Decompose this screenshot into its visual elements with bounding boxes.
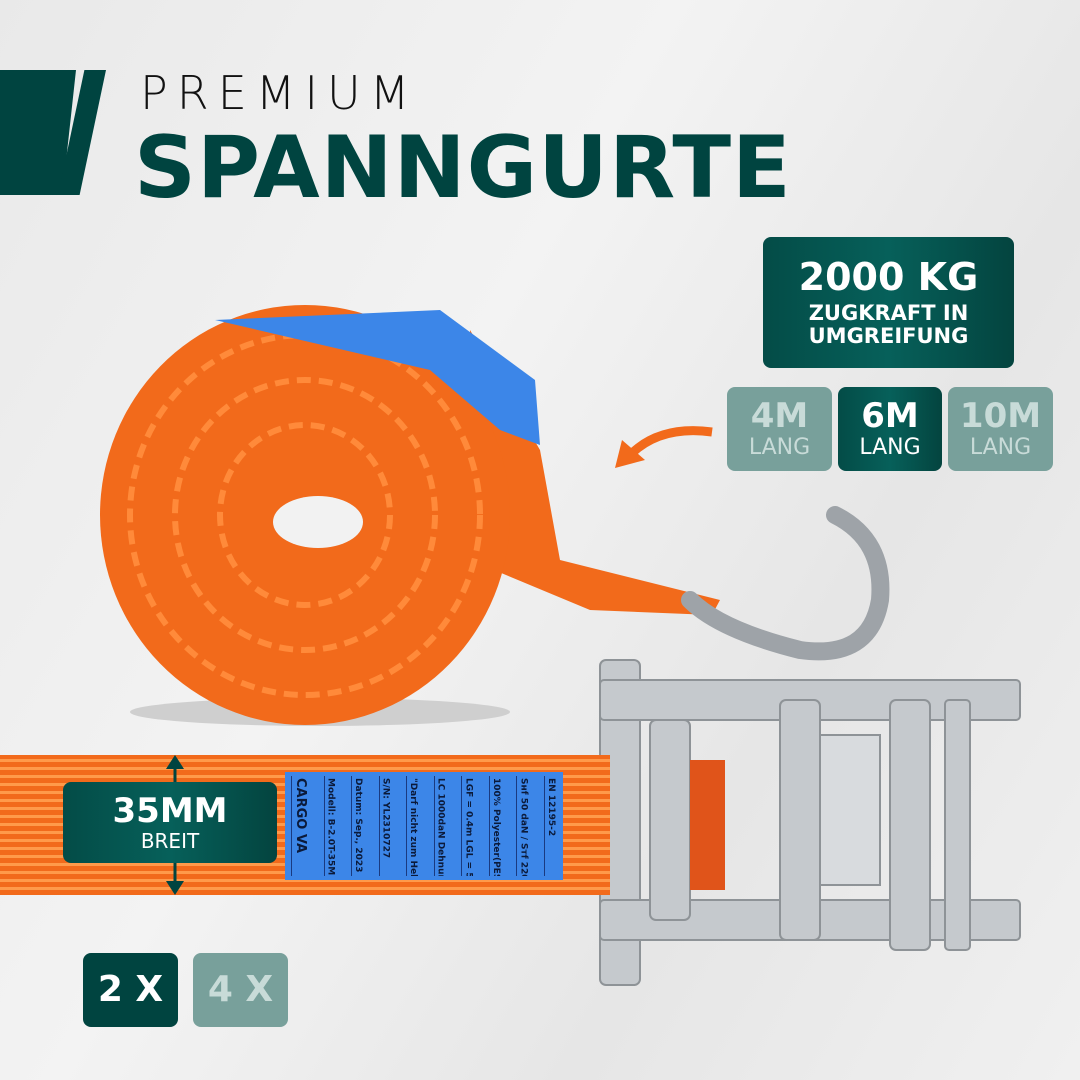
curved-arrow-icon [626, 426, 713, 459]
strap-label: EN 12195-2 Sнf 50 daN / Sтf 220 daN 100%… [285, 772, 563, 880]
premium-subtitle: PREMIUM [140, 66, 419, 120]
label-text: EN 12195-2 [543, 776, 557, 876]
length-option-10m[interactable]: 10M LANG [948, 387, 1053, 471]
label-text: LC 1000daN Dehnung <=7% [433, 776, 446, 876]
label-text: Modell: B-2.0T-35MM-H [323, 776, 336, 876]
label-text: Sнf 50 daN / Sтf 220 daN [516, 776, 529, 876]
length-unit: LANG [748, 434, 811, 460]
label-text: Datum: Sep., 2023 [351, 776, 364, 876]
capacity-badge: 2000 KG ZUGKRAFT IN UMGREIFUNG [763, 237, 1014, 368]
length-option-4m[interactable]: 4M LANG [727, 387, 832, 471]
width-badge: 35MM BREIT [63, 782, 277, 863]
capacity-value: 2000 KG [798, 254, 979, 299]
width-value: 35MM [112, 790, 228, 831]
roll-hole [273, 496, 363, 548]
label-text: CARGO VA [291, 776, 309, 876]
length-value: 6M [861, 396, 919, 437]
length-value: 4M [750, 396, 809, 437]
capacity-line1: ZUGKRAFT IN [808, 301, 969, 326]
page-title: SPANNGURTE [134, 118, 792, 218]
length-unit: LANG [859, 434, 921, 460]
label-text: S/N: YL2310727 [378, 776, 392, 876]
label-text: 100% Polyester(PES) [488, 776, 501, 876]
strap-tail [470, 330, 720, 615]
arrow-head-icon [615, 440, 645, 468]
width-unit: BREIT [140, 829, 200, 854]
roll-label [215, 310, 540, 445]
label-text: "Darf nicht zum Heben verwendet werden" [406, 776, 419, 876]
ratchet-buckle [599, 659, 1021, 986]
quantity-option-4x[interactable]: 4 X [193, 953, 288, 1027]
capacity-line2: UMGREIFUNG [808, 324, 969, 349]
length-value: 10M [959, 396, 1042, 437]
quantity-option-2x[interactable]: 2 X [83, 953, 178, 1027]
label-text: LGF = 0.4m LGL = 5.6m [461, 776, 474, 876]
length-unit: LANG [969, 434, 1032, 460]
hook-icon [681, 506, 890, 661]
length-option-6m[interactable]: 6M LANG [838, 387, 942, 471]
